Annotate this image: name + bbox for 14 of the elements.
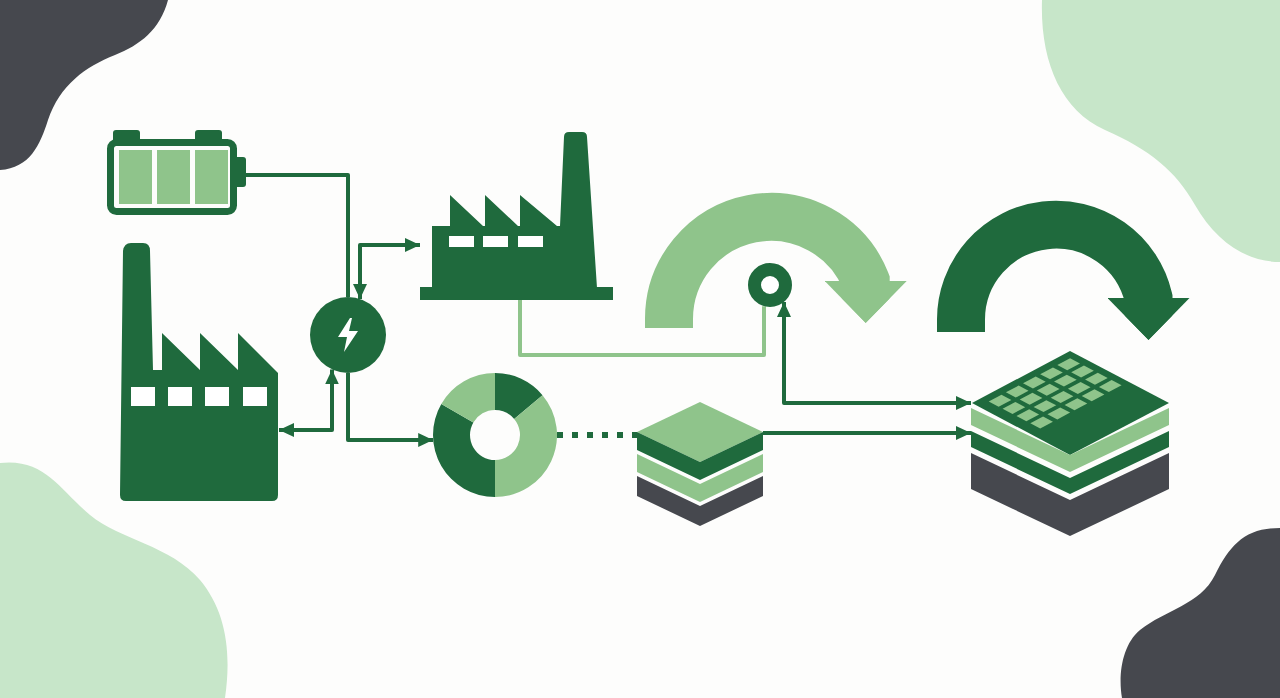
connector-arrow [279,369,339,437]
donut-chart-drawing [433,373,557,497]
dotted-connector [557,432,637,438]
connector-arrow [777,301,971,410]
factory-drawing [420,131,613,300]
layer-stack-drawing [637,402,763,526]
ring-node [748,263,792,307]
battery-drawing [104,130,246,216]
connector-line [518,300,766,357]
connector-arrow [763,426,971,440]
connector-arrow [353,238,420,299]
factory-drawing [117,243,279,501]
connector-line [246,173,350,297]
connector-arrow [346,373,434,447]
